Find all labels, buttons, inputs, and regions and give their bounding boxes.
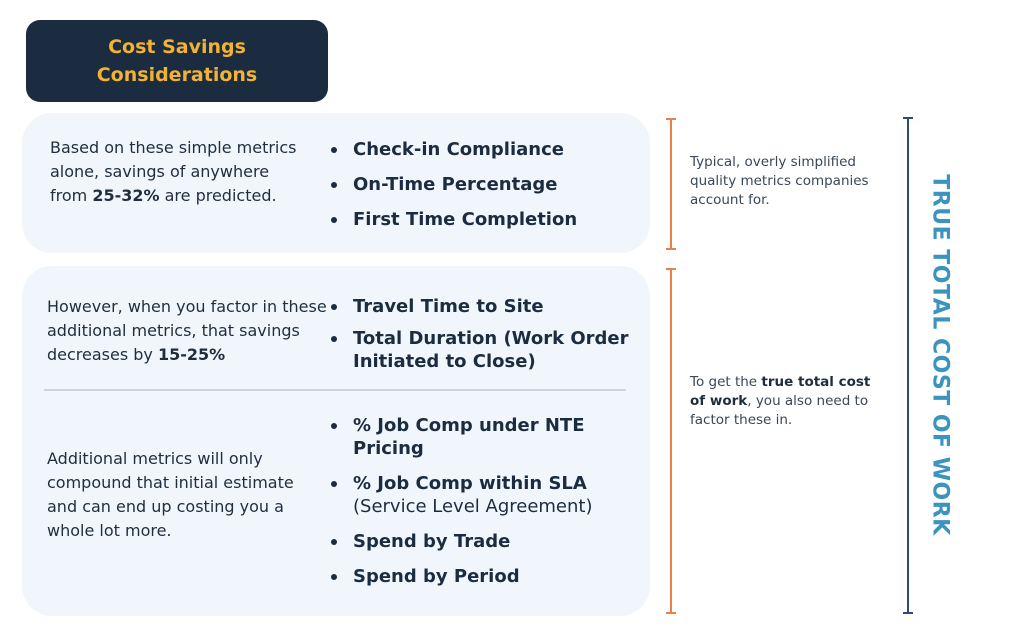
bracket-additional xyxy=(666,268,682,614)
list-item: % Job Comp under NTE Pricing xyxy=(331,414,631,460)
desc-1-post: are predicted. xyxy=(159,186,277,205)
title-badge: Cost Savings Considerations xyxy=(26,20,328,102)
basic-metrics-list: Check-in Compliance On-Time Percentage F… xyxy=(331,138,631,243)
basic-metrics-description: Based on these simple metrics alone, sav… xyxy=(50,136,310,208)
list-item: First Time Completion xyxy=(331,208,631,231)
list-item-label: % Job Comp under NTE Pricing xyxy=(353,415,585,459)
note-2-pre: To get the xyxy=(690,374,762,390)
side-title: TRUE TOTAL COST OF WORK xyxy=(927,174,953,536)
note-2-post: , you also need to factor these in. xyxy=(690,393,869,428)
desc-2-savings: 15-25% xyxy=(157,345,226,364)
bracket-basic xyxy=(666,118,682,250)
additional-metrics-list: Travel Time to Site Total Duration (Work… xyxy=(331,295,631,382)
title-line-1: Cost Savings xyxy=(108,36,246,58)
list-item-label: % Job Comp within SLA xyxy=(353,473,587,494)
compound-metrics-description: Additional metrics will only compound th… xyxy=(47,449,294,540)
list-item-label: Spend by Period xyxy=(353,566,520,587)
compound-metrics-list: % Job Comp under NTE Pricing % Job Comp … xyxy=(331,414,631,600)
desc-2-pre: However, when you factor in these additi… xyxy=(47,297,327,364)
desc-1-savings: 25-32% xyxy=(92,186,160,205)
list-item: Spend by Trade xyxy=(331,530,631,553)
note-additional: To get the true total cost of work, you … xyxy=(690,373,890,430)
list-item-sublabel: (Service Level Agreement) xyxy=(353,496,593,517)
bracket-total xyxy=(903,117,913,614)
list-item-label: Spend by Trade xyxy=(353,531,511,552)
note-2-bold: true total cost of work xyxy=(690,374,871,409)
list-item: Spend by Period xyxy=(331,565,631,588)
list-item: On-Time Percentage xyxy=(331,173,631,196)
desc-1-pre: Based on these simple metrics alone, sav… xyxy=(50,138,297,205)
list-item: Travel Time to Site xyxy=(331,295,631,318)
list-item: Total Duration (Work Order Initiated to … xyxy=(331,327,631,373)
additional-metrics-description: However, when you factor in these additi… xyxy=(47,295,327,367)
panel-additional-metrics xyxy=(22,266,650,616)
title-line-2: Considerations xyxy=(96,64,258,86)
list-item: % Job Comp within SLA(Service Level Agre… xyxy=(331,472,631,518)
list-item: Check-in Compliance xyxy=(331,138,631,161)
note-basic: Typical, overly simplified quality metri… xyxy=(690,154,869,208)
section-divider xyxy=(44,389,626,391)
